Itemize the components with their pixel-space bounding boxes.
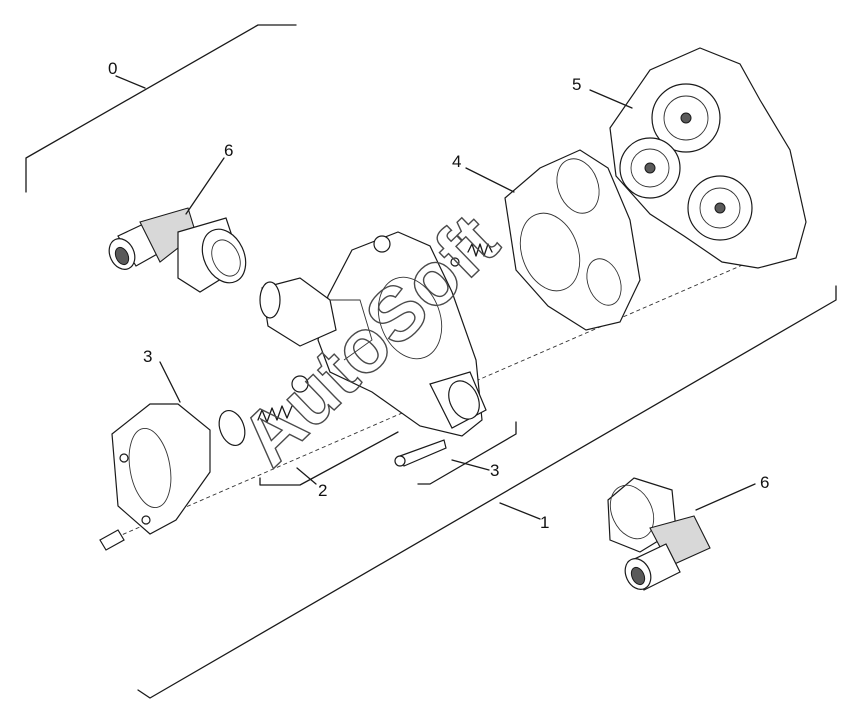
callout-6-lower: 6: [760, 473, 769, 492]
spring-lower: [257, 375, 309, 423]
elbow-fitting-lower: [607, 477, 711, 591]
assembly-axis: [109, 239, 801, 541]
valve-body: [259, 231, 487, 437]
callout-2: 2: [318, 481, 327, 500]
elbow-fitting-upper: [108, 207, 247, 293]
screw-left: [99, 529, 125, 551]
bracket-2: [259, 431, 399, 486]
callout-3-left: 3: [143, 347, 152, 366]
gasket-plate-4: [504, 149, 641, 331]
callout-1: 1: [540, 513, 549, 532]
callout-4: 4: [452, 152, 461, 171]
bracket-0: [25, 24, 297, 193]
cover-plate-3: [111, 403, 246, 535]
callout-3-lower: 3: [490, 461, 499, 480]
watermark-text: AutoSoft: [225, 198, 515, 482]
bracket-1: [137, 285, 837, 699]
bracket-3-lower: [417, 421, 517, 485]
spring-upper: [450, 243, 493, 267]
pump-housing-5: [609, 47, 807, 269]
callout-5: 5: [572, 75, 581, 94]
screw-lower: [394, 439, 447, 467]
callout-6-upper: 6: [224, 141, 233, 160]
leader-lines: [159, 89, 756, 511]
callout-0: 0: [108, 59, 117, 78]
